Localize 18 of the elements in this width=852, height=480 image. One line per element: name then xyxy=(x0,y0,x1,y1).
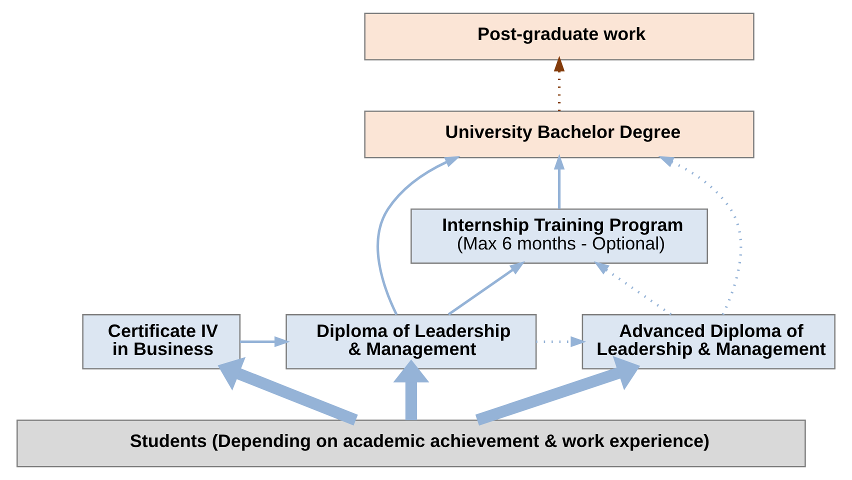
node-box: Post-graduate work xyxy=(364,12,754,60)
node-box: Internship Training Program (Max 6 months - Optional) xyxy=(410,208,708,264)
arrow xyxy=(554,56,565,112)
arrow xyxy=(376,156,460,316)
arrow xyxy=(218,357,358,426)
node-box: Students (Depending on academic achievement & work experience) xyxy=(16,420,806,468)
arrow xyxy=(240,336,290,348)
arrow xyxy=(658,156,742,316)
arrow xyxy=(393,359,430,420)
arrow xyxy=(536,336,586,348)
node-box: University Bachelor Degree xyxy=(364,110,754,158)
arrow xyxy=(554,154,565,209)
arrow xyxy=(475,356,640,426)
arrow xyxy=(594,261,672,316)
arrow xyxy=(448,261,526,316)
node-box: Certificate IV in Business xyxy=(82,314,241,370)
node-box: Diploma of Leadership & Management xyxy=(286,314,537,370)
node-box: Advanced Diploma of Leadership & Management xyxy=(582,314,836,370)
